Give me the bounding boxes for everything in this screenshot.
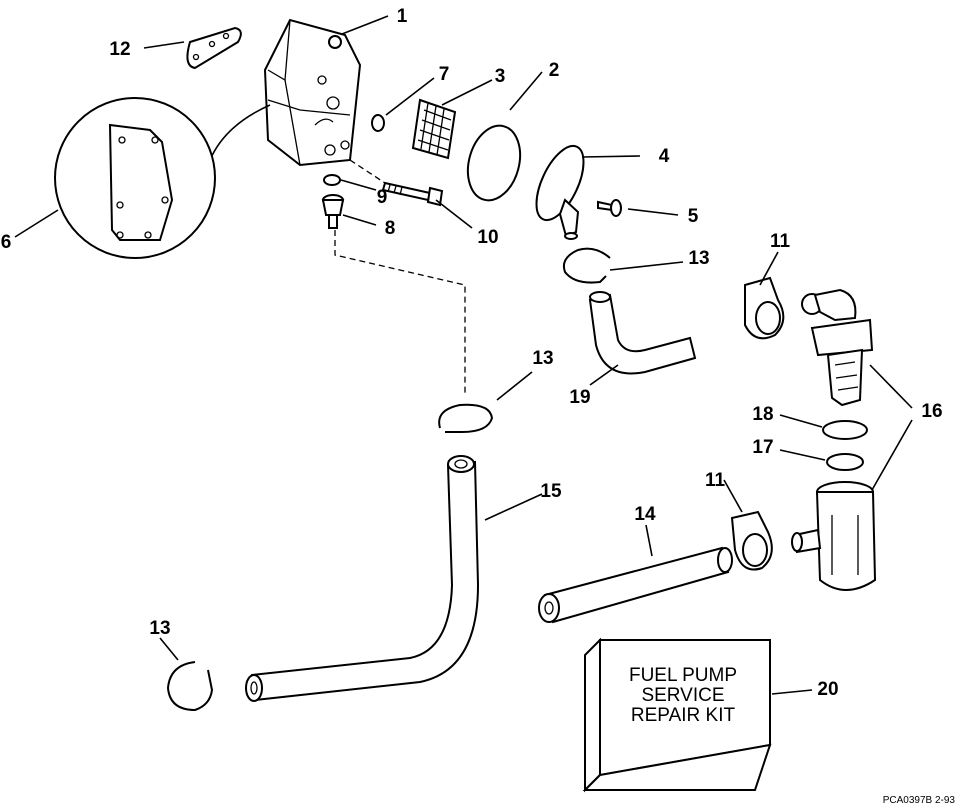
kit-line-1: FUEL PUMP [629, 665, 737, 686]
callout-7: 7 [439, 64, 450, 85]
part-16-filter-bowl [791, 481, 877, 591]
drawing-code: PCA0397B 2-93 [883, 795, 956, 806]
callout-16: 16 [921, 401, 942, 422]
leader-lines [14, 15, 913, 695]
callout-12: 12 [109, 39, 130, 60]
callout-2: 2 [549, 60, 560, 81]
callout-4: 4 [659, 146, 670, 167]
kit-line-3: REPAIR KIT [631, 705, 736, 726]
part-12-gasket [186, 26, 242, 70]
part-11-clamp-upper [744, 276, 785, 340]
part-19-hose [588, 291, 697, 375]
callout-10: 10 [477, 227, 498, 248]
part-20-repair-kit-box: FUEL PUMP SERVICE REPAIR KIT [582, 637, 772, 793]
callout-8: 8 [385, 218, 396, 239]
part-8-fitting [321, 194, 345, 229]
part-17-o-ring [826, 453, 864, 471]
callout-13-upper: 13 [688, 248, 709, 269]
kit-line-2: SERVICE [641, 685, 724, 706]
part-13-clamp-upper [562, 247, 611, 284]
callout-11-lower: 11 [705, 470, 726, 491]
callout-15: 15 [540, 481, 562, 502]
part-16-filter-upper [801, 288, 874, 407]
part-13-clamp-middle [438, 403, 494, 433]
part-11-clamp-lower [730, 510, 773, 571]
part-3-screen [411, 98, 457, 160]
part-4-cover [535, 144, 585, 240]
part-9-washer [323, 174, 341, 186]
callout-11-upper: 11 [770, 231, 791, 252]
callout-18: 18 [752, 404, 773, 425]
callout-1: 1 [397, 6, 408, 27]
callout-5: 5 [688, 206, 699, 227]
callout-14: 14 [634, 504, 656, 525]
part-14-hose [538, 546, 733, 624]
part-6-detail-circle [54, 97, 216, 259]
callout-20: 20 [817, 679, 838, 700]
part-1-fuel-pump-body [263, 18, 362, 167]
callout-3: 3 [495, 66, 506, 87]
part-5-screw [597, 199, 622, 217]
part-18-gasket [822, 420, 868, 440]
callout-13-lower: 13 [149, 618, 170, 639]
callout-19: 19 [569, 387, 590, 408]
callout-6: 6 [1, 232, 12, 253]
part-13-clamp-lower [166, 661, 214, 712]
part-10-bolt [381, 181, 444, 207]
part-7-o-ring [371, 114, 385, 132]
callout-9: 9 [377, 187, 388, 208]
part-15-hose [245, 455, 480, 702]
callout-13-middle: 13 [532, 348, 553, 369]
callout-labels: 1 2 3 4 5 6 7 8 9 10 11 11 12 13 13 13 1… [1, 6, 943, 700]
part-2-diaphragm-ring [466, 124, 522, 202]
callout-17: 17 [752, 437, 773, 458]
